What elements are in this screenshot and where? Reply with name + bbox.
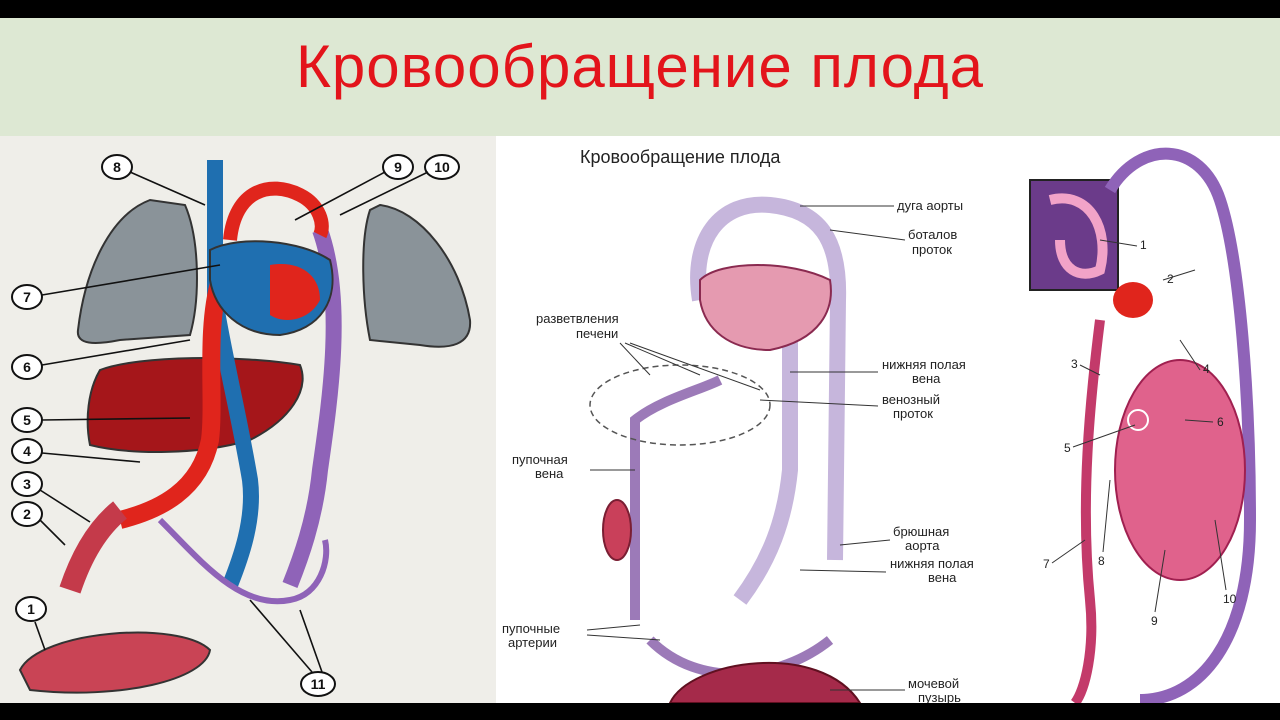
- middle-diagram-title: Кровообращение плода: [580, 147, 781, 167]
- label-ivc2-2: вена: [928, 570, 957, 585]
- label-ivc2-1: нижняя полая: [890, 556, 974, 571]
- right-left-loop: [1075, 320, 1100, 703]
- right-marker-2: 2: [1167, 272, 1174, 286]
- label-botallo-1: боталов: [908, 227, 957, 242]
- right-marker-7: 7: [1043, 557, 1050, 571]
- label-ivc-1: нижняя полая: [882, 357, 966, 372]
- label-abdaorta-1: брюшная: [893, 524, 949, 539]
- svg-text:4: 4: [23, 443, 31, 459]
- right-lung: [363, 205, 470, 347]
- left-marker-8: 8: [102, 155, 132, 179]
- svg-text:9: 9: [394, 159, 402, 175]
- left-marker-5: 5: [12, 408, 42, 432]
- label-umbvein-1: пупочная: [512, 452, 568, 467]
- label-umbart-2: артерии: [508, 635, 557, 650]
- right-red-circle: [1113, 282, 1153, 318]
- svg-text:11: 11: [311, 676, 326, 692]
- aortic-arch-left: [230, 189, 322, 240]
- left-marker-9: 9: [383, 155, 413, 179]
- label-venous-1: венозный: [882, 392, 940, 407]
- left-marker-7: 7: [12, 285, 42, 309]
- svg-text:1: 1: [27, 601, 35, 617]
- label-botallo-2: проток: [912, 242, 952, 257]
- right-heart-body: [1115, 360, 1245, 580]
- umbilical-cord: [70, 510, 120, 590]
- svg-text:5: 5: [23, 412, 31, 428]
- label-liver-1: разветвления: [536, 311, 619, 326]
- middle-heart: [700, 265, 831, 350]
- right-marker-1: 1: [1140, 238, 1147, 252]
- middle-vena-cava: [740, 330, 790, 600]
- svg-text:7: 7: [23, 289, 31, 305]
- middle-liver-outline: [590, 365, 770, 445]
- right-marker-6: 6: [1217, 415, 1224, 429]
- label-abdaorta-2: аорта: [905, 538, 940, 553]
- label-aortic-arch: дуга аорты: [897, 198, 963, 213]
- left-marker-1: 1: [16, 597, 46, 621]
- right-marker-10: 10: [1223, 592, 1237, 606]
- left-marker-6: 6: [12, 355, 42, 379]
- left-marker-10: 10: [425, 155, 459, 179]
- right-fetal-circulation-diagram: 1 2 3 4 5 6 7 8 9 10: [1030, 154, 1250, 703]
- middle-fetal-circulation-diagram: Кровообращение плода дуга аорты боталов …: [502, 147, 974, 705]
- svg-text:8: 8: [113, 159, 121, 175]
- placenta: [20, 633, 210, 693]
- right-marker-5: 5: [1064, 441, 1071, 455]
- right-marker-8: 8: [1098, 554, 1105, 568]
- label-venous-2: проток: [893, 406, 933, 421]
- label-umbart-1: пупочные: [502, 621, 560, 636]
- label-liver-2: печени: [576, 326, 618, 341]
- middle-umbilical-vein: [635, 380, 720, 620]
- svg-text:10: 10: [434, 159, 450, 175]
- liver: [88, 358, 303, 452]
- right-marker-4: 4: [1203, 362, 1210, 376]
- left-marker-2: 2: [12, 502, 42, 526]
- svg-text:2: 2: [23, 506, 31, 522]
- right-marker-9: 9: [1151, 614, 1158, 628]
- left-marker-3: 3: [12, 472, 42, 496]
- label-ivc-2: вена: [912, 371, 941, 386]
- left-fetal-circulation-diagram: 8 9 10 7 6 5 4 3 2 1 11: [12, 155, 470, 696]
- label-umbvein-2: вена: [535, 466, 564, 481]
- left-marker-4: 4: [12, 439, 42, 463]
- left-marker-11: 11: [301, 672, 335, 696]
- svg-text:6: 6: [23, 359, 31, 375]
- bottom-black-bar: [0, 703, 1280, 720]
- label-bladder-1: мочевой: [908, 676, 959, 691]
- svg-text:3: 3: [23, 476, 31, 492]
- right-marker-3: 3: [1071, 357, 1078, 371]
- middle-cord-ring: [603, 500, 631, 560]
